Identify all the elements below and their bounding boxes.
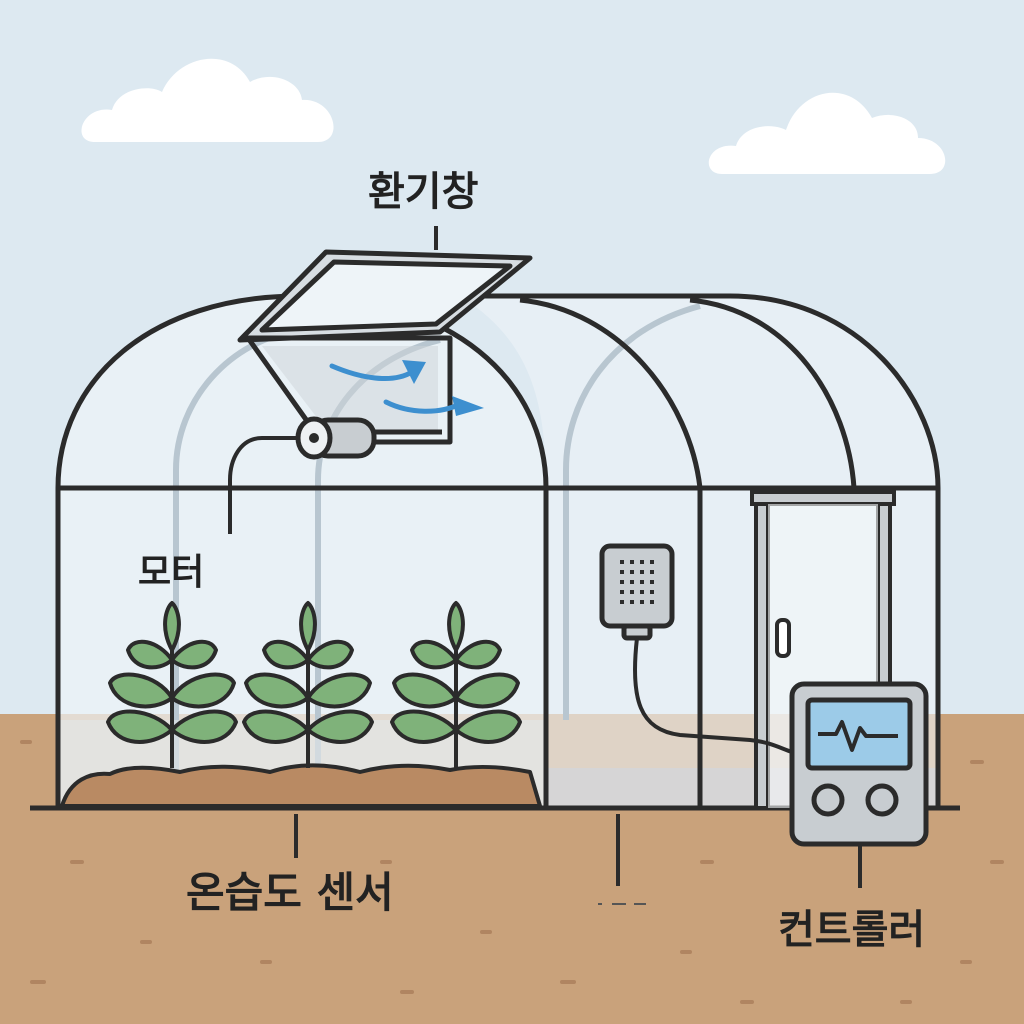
airflow-arrow-icon bbox=[402, 360, 426, 384]
cloud-icon bbox=[708, 92, 946, 174]
motor-icon bbox=[295, 416, 442, 460]
soil-specks bbox=[20, 740, 1004, 1004]
sensor-icon bbox=[599, 543, 675, 641]
sensor-cable bbox=[632, 637, 793, 754]
soil-bed bbox=[60, 763, 542, 808]
vent-window bbox=[237, 249, 533, 445]
controller-label: 컨트롤러 bbox=[778, 907, 926, 953]
motor-label: 모터 bbox=[138, 552, 205, 593]
door-handle bbox=[775, 618, 791, 658]
vent-window-label: 환기창 bbox=[368, 169, 479, 215]
cloud-icon bbox=[81, 58, 334, 142]
label-leaders bbox=[294, 814, 862, 888]
controller-icon bbox=[789, 681, 929, 847]
sensor-label: 온습도 센서 bbox=[186, 868, 394, 917]
motor-cable bbox=[228, 436, 298, 534]
airflow-arrow-icon bbox=[452, 396, 484, 416]
